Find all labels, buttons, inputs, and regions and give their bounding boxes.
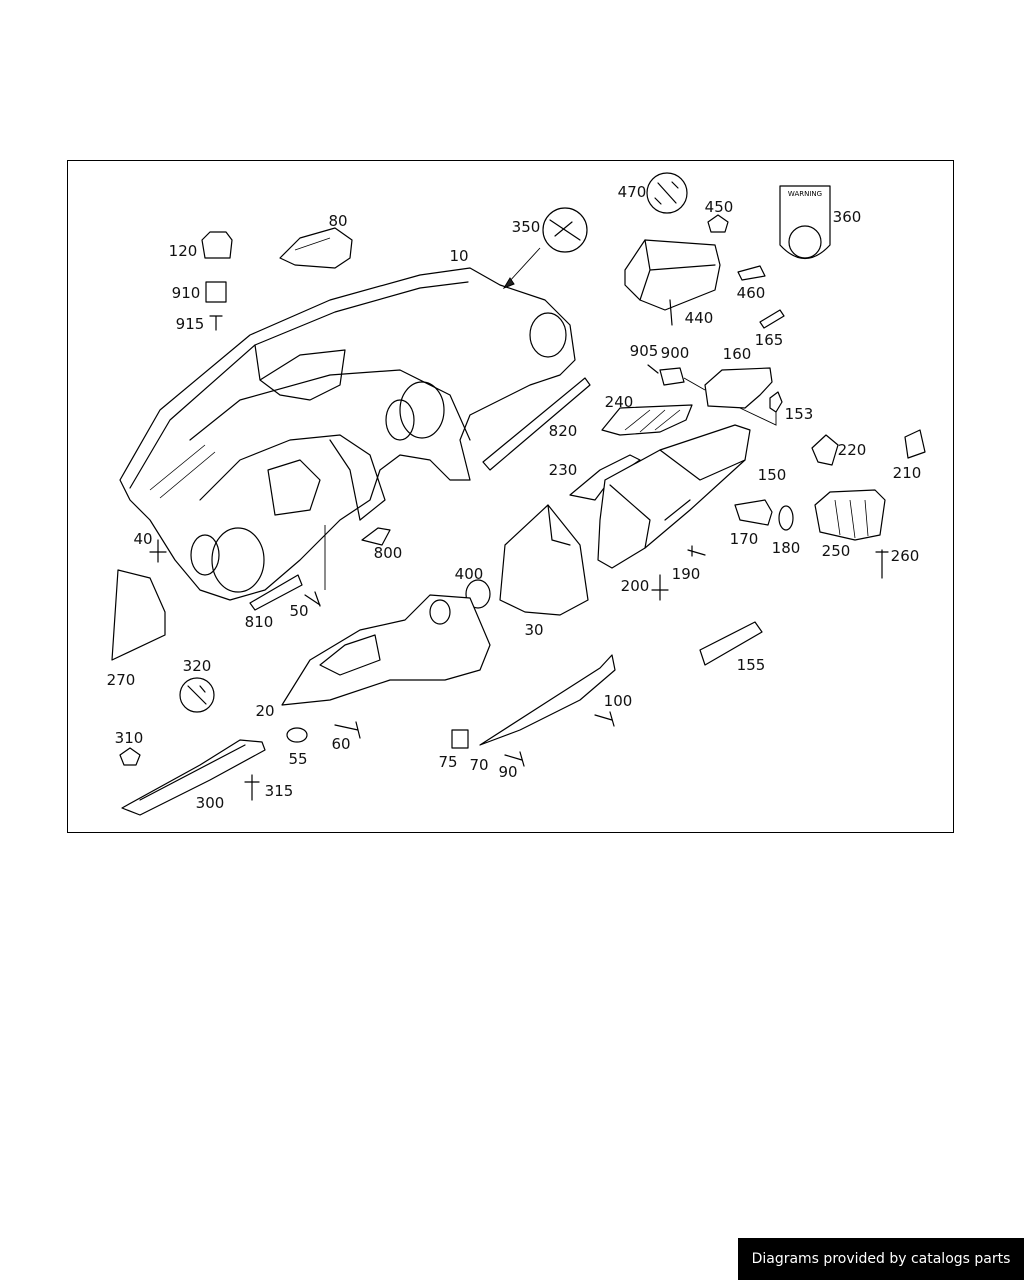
label-915: 915 (176, 315, 205, 333)
part-labels: 10 80 120 910 915 350 470 450 360 460 44… (107, 183, 922, 812)
label-210: 210 (893, 464, 922, 482)
label-165: 165 (755, 331, 784, 349)
switch-120 (201, 231, 233, 259)
lock-170 (734, 499, 773, 526)
label-440: 440 (685, 309, 714, 327)
label-30: 30 (524, 621, 543, 639)
label-70: 70 (469, 756, 488, 774)
label-180: 180 (772, 539, 801, 557)
nut-450 (707, 214, 729, 233)
label-450: 450 (705, 198, 734, 216)
label-460: 460 (737, 284, 766, 302)
label-100: 100 (604, 692, 633, 710)
label-250: 250 (822, 542, 851, 560)
clip-905 (647, 364, 659, 374)
warning-label-360: WARNING (779, 185, 831, 259)
tube-155 (699, 621, 763, 666)
nut-310 (119, 747, 141, 766)
knee-airbag-300 (121, 739, 266, 816)
label-120: 120 (169, 242, 198, 260)
label-170: 170 (730, 530, 759, 548)
label-820: 820 (549, 422, 578, 440)
credit-banner: Diagrams provided by catalogs parts (738, 1238, 1024, 1280)
label-160: 160 (723, 345, 752, 363)
label-260: 260 (891, 547, 920, 565)
label-230: 230 (549, 461, 578, 479)
dashboard-panel (119, 267, 576, 601)
label-60: 60 (331, 735, 350, 753)
label-320: 320 (183, 657, 212, 675)
label-75: 75 (438, 753, 457, 771)
screw-190 (687, 545, 706, 557)
airbag-module-440 (624, 239, 721, 311)
bolt-315 (244, 774, 260, 801)
trim-810 (249, 574, 303, 611)
label-810: 810 (245, 613, 274, 631)
label-155: 155 (737, 656, 766, 674)
screw-50 (304, 591, 321, 607)
trim-strip-820 (482, 377, 591, 471)
label-200: 200 (621, 577, 650, 595)
label-270: 270 (107, 671, 136, 689)
label-153: 153 (785, 405, 814, 423)
label-300: 300 (196, 794, 225, 812)
label-360: 360 (833, 208, 862, 226)
trim-270 (111, 569, 166, 661)
label-900: 900 (661, 344, 690, 362)
glovebox-150 (597, 424, 751, 569)
bulb-915 (209, 315, 223, 331)
label-910: 910 (172, 284, 201, 302)
warning-label-text: WARNING (788, 190, 822, 198)
wrench-icon-470 (646, 172, 688, 214)
cover-80 (279, 227, 353, 269)
diagram-frame (67, 160, 954, 833)
grommet-55 (286, 727, 308, 743)
lower-panel-20 (281, 594, 491, 706)
label-470: 470 (618, 183, 647, 201)
label-150: 150 (758, 466, 787, 484)
clip-165 (759, 309, 785, 329)
wrench-icon-320 (179, 677, 215, 713)
bolt-40 (149, 539, 167, 563)
label-10: 10 (449, 247, 468, 265)
label-190: 190 (672, 565, 701, 583)
label-90: 90 (498, 763, 517, 781)
connector-900 (659, 367, 685, 386)
label-310: 310 (115, 729, 144, 747)
screw-260 (875, 549, 889, 579)
ring-180 (778, 505, 794, 531)
bracket-160 (704, 367, 773, 409)
grille-240 (601, 404, 693, 436)
label-400: 400 (455, 565, 484, 583)
bolt-200 (651, 574, 669, 601)
bracket-230 (569, 454, 641, 501)
ring-400 (465, 579, 491, 609)
clip-75 (451, 729, 469, 749)
bracket-220 (811, 434, 839, 466)
screw-60 (334, 721, 361, 739)
label-315: 315 (265, 782, 294, 800)
label-350: 350 (512, 218, 541, 236)
label-220: 220 (838, 441, 867, 459)
module-250 (814, 489, 886, 541)
side-panel-30 (499, 504, 589, 616)
lamp-153 (769, 391, 783, 413)
screw-90 (504, 751, 525, 767)
sill-trim-70 (479, 654, 616, 746)
bulb-910 (205, 281, 227, 303)
label-80: 80 (328, 212, 347, 230)
label-50: 50 (289, 602, 308, 620)
screw-100 (594, 711, 615, 727)
bolt-460 (737, 265, 766, 281)
cap-210 (904, 429, 926, 459)
airbag-sticker-350 (542, 207, 588, 253)
label-40: 40 (133, 530, 152, 548)
label-240: 240 (605, 393, 634, 411)
label-20: 20 (255, 702, 274, 720)
label-800: 800 (374, 544, 403, 562)
trim-800 (361, 527, 391, 546)
label-905: 905 (630, 342, 659, 360)
label-55: 55 (288, 750, 307, 768)
